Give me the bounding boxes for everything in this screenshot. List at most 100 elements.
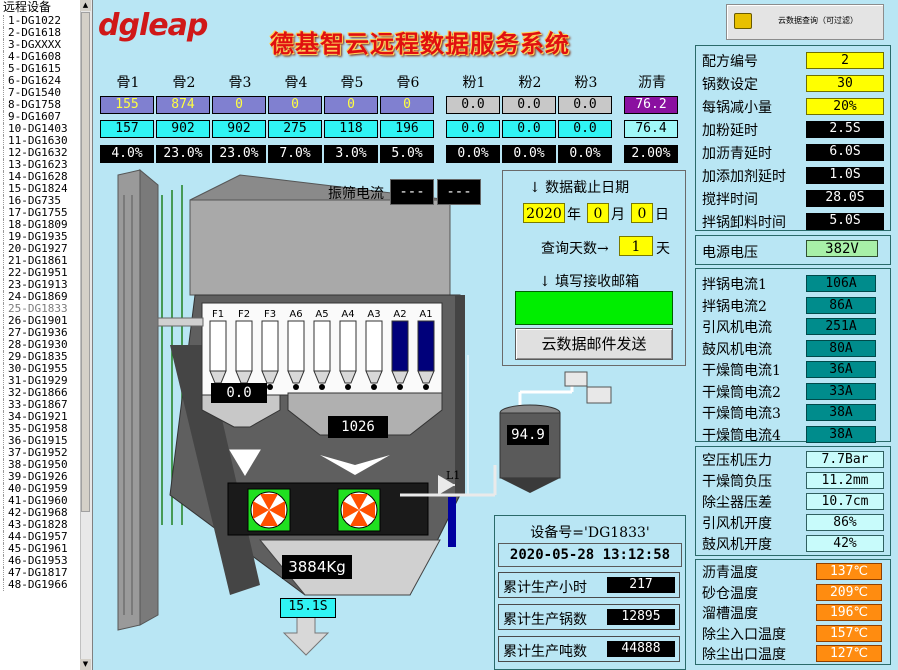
device-list-item[interactable]: 19-DG1935 [2, 231, 78, 243]
device-list-item[interactable]: 2-DG1618 [2, 27, 78, 39]
param-label: 鼓风机开度 [702, 537, 772, 553]
device-list-item[interactable]: 8-DG1758 [2, 99, 78, 111]
device-list-item[interactable]: 48-DG1966 [2, 579, 78, 591]
device-list-item[interactable]: 26-DG1901 [2, 315, 78, 327]
device-list-item[interactable]: 15-DG1824 [2, 183, 78, 195]
device-list-item[interactable]: 42-DG1968 [2, 507, 78, 519]
material-row1-cell: 874 [156, 96, 210, 114]
device-list-item[interactable]: 38-DG1950 [2, 459, 78, 471]
device-list-item[interactable]: 18-DG1809 [2, 219, 78, 231]
send-email-button[interactable]: 云数据邮件发送 [515, 328, 673, 360]
cloud-query-button-label: 云数据查询（可过滤） [778, 16, 858, 25]
device-list-item[interactable]: 12-DG1632 [2, 147, 78, 159]
material-row1-cell: 0.0 [446, 96, 500, 114]
device-list-item[interactable]: 43-DG1828 [2, 519, 78, 531]
screen-current-2-value: --- [437, 179, 481, 205]
device-list-item[interactable]: 37-DG1952 [2, 447, 78, 459]
device-list-item[interactable]: 25-DG1833 [2, 303, 78, 315]
stat-label: 累计生产小时 [503, 580, 587, 596]
device-list-item[interactable]: 27-DG1936 [2, 327, 78, 339]
stat-value: 44888 [607, 641, 675, 657]
device-list-item[interactable]: 1-DG1022 [2, 15, 78, 27]
device-list-item[interactable]: 3-DGXXXX [2, 39, 78, 51]
param-label: 空压机压力 [702, 453, 772, 469]
device-list-item[interactable]: 30-DG1955 [2, 363, 78, 375]
stat-row: 累计生产小时 217 [498, 572, 680, 598]
stat-label: 累计生产锅数 [503, 612, 587, 628]
feed-arrow-icon [320, 455, 390, 475]
material-row2-cell: 76.4 [624, 120, 678, 138]
param-value: 1.0S [806, 167, 884, 184]
device-list-item[interactable]: 20-DG1927 [2, 243, 78, 255]
device-list-item[interactable]: 23-DG1913 [2, 279, 78, 291]
scroll-up-arrow-icon[interactable]: ▲ [80, 0, 91, 11]
bin-f1: F1 [209, 309, 227, 390]
device-list-item[interactable]: 41-DG1960 [2, 495, 78, 507]
device-list-item[interactable]: 13-DG1623 [2, 159, 78, 171]
device-list-item[interactable]: 9-DG1607 [2, 111, 78, 123]
param-label: 干燥筒电流1 [702, 363, 781, 379]
material-row1-cell: 0 [212, 96, 266, 114]
material-row1-cell: 0.0 [502, 96, 556, 114]
device-list-item[interactable]: 34-DG1921 [2, 411, 78, 423]
param-label: 加添加剂延时 [702, 169, 786, 185]
device-list-item[interactable]: 45-DG1961 [2, 543, 78, 555]
day-unit: 日 [655, 207, 669, 223]
cloud-query-button[interactable]: 云数据查询（可过滤） [726, 4, 884, 40]
query-days-input[interactable]: 1 [619, 236, 653, 256]
day-input[interactable]: 0 [631, 203, 653, 223]
device-list-item[interactable]: 44-DG1957 [2, 531, 78, 543]
device-list-item[interactable]: 28-DG1930 [2, 339, 78, 351]
year-unit: 年 [567, 207, 581, 223]
device-list-item[interactable]: 22-DG1951 [2, 267, 78, 279]
scroll-down-arrow-icon[interactable]: ▼ [80, 659, 91, 670]
device-list-item[interactable]: 24-DG1869 [2, 291, 78, 303]
material-header: 骨1 [116, 75, 140, 91]
device-list-item[interactable]: 21-DG1861 [2, 255, 78, 267]
param-label: 干燥筒电流4 [702, 427, 781, 444]
material-row2-cell: 118 [324, 120, 378, 138]
device-list-item[interactable]: 36-DG1915 [2, 435, 78, 447]
stat-value: 12895 [607, 609, 675, 625]
bin-a4: A4 [339, 309, 357, 390]
bin-a5: A5 [313, 309, 331, 390]
device-list-item[interactable]: 29-DG1835 [2, 351, 78, 363]
device-list-item[interactable]: 14-DG1628 [2, 171, 78, 183]
material-header: 粉1 [462, 75, 486, 91]
device-list-item[interactable]: 47-DG1817 [2, 567, 78, 579]
device-list-item[interactable]: 31-DG1929 [2, 375, 78, 387]
device-list-item[interactable]: 46-DG1953 [2, 555, 78, 567]
scroll-thumb[interactable] [81, 12, 90, 512]
month-input[interactable]: 0 [587, 203, 609, 223]
bin-a3: A3 [365, 309, 383, 390]
device-list-item[interactable]: 4-DG1608 [2, 51, 78, 63]
mixer-motor-2 [337, 488, 381, 532]
device-list-item[interactable]: 39-DG1926 [2, 471, 78, 483]
param-label: 配方编号 [702, 54, 758, 70]
device-list-item[interactable]: 32-DG1866 [2, 387, 78, 399]
year-input[interactable]: 2020 [523, 203, 565, 223]
device-list-item[interactable]: 7-DG1540 [2, 87, 78, 99]
device-list-item[interactable]: 16-DG735 [2, 195, 78, 207]
param-value: 251A [806, 318, 876, 335]
param-value: 2 [806, 52, 884, 69]
device-list-item[interactable]: 6-DG1624 [2, 75, 78, 87]
device-list-item[interactable]: 5-DG1615 [2, 63, 78, 75]
device-list-item[interactable]: 33-DG1867 [2, 399, 78, 411]
device-list-item[interactable]: 40-DG1959 [2, 483, 78, 495]
material-row3-cell: 2.00% [624, 145, 678, 163]
device-list-item[interactable]: 35-DG1958 [2, 423, 78, 435]
device-list-item[interactable]: 11-DG1630 [2, 135, 78, 147]
device-list-item[interactable]: 10-DG1403 [2, 123, 78, 135]
stat-value: 217 [607, 577, 675, 593]
mixer-motor-1 [247, 488, 291, 532]
material-row1-cell: 155 [100, 96, 154, 114]
material-row3-cell: 7.0% [268, 145, 322, 163]
param-value: 10.7cm [806, 493, 884, 510]
email-input[interactable] [515, 291, 673, 325]
email-label: ↓ 填写接收邮箱 [539, 274, 640, 290]
param-value: 38A [806, 425, 876, 443]
device-list-item[interactable]: 17-DG1755 [2, 207, 78, 219]
